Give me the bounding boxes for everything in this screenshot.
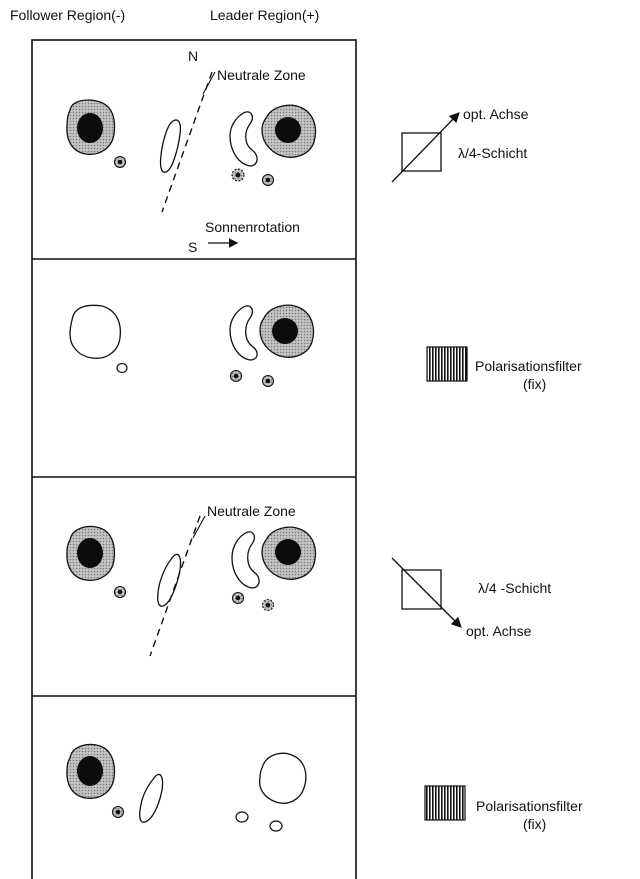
small-plage [269, 820, 283, 832]
small-spot [261, 598, 275, 612]
follower-sunspot [66, 525, 116, 581]
optic-axis-arrow [391, 112, 460, 183]
leader-sunspot [261, 104, 317, 158]
plage-leader [229, 305, 258, 361]
filter-label-fix: (fix) [523, 816, 546, 832]
north-label: N [188, 48, 198, 64]
follower-sunspot [66, 743, 116, 799]
filter-label: Polarisationsfilter [476, 798, 583, 814]
leader-region-label: Leader Region(+) [210, 7, 319, 23]
plage-leader [229, 111, 258, 167]
polarisation-filter-2: Polarisationsfilter (fix) [424, 785, 583, 832]
neutral-zone-label: Neutrale Zone [217, 67, 306, 83]
neutral-zone-leader [202, 71, 216, 95]
small-plage [235, 811, 249, 823]
filter-label: Polarisationsfilter [475, 358, 582, 374]
small-spot [111, 805, 125, 819]
plage-leader [231, 531, 260, 589]
neutral-zone-line [149, 515, 201, 657]
plage-follower [157, 553, 182, 607]
neutral-zone-leader [192, 515, 206, 539]
waveplate-1: opt. Achse λ/4-Schicht [391, 106, 529, 183]
optic-axis-label: opt. Achse [466, 623, 532, 639]
plage-follower [159, 119, 182, 173]
small-spot [231, 168, 245, 182]
waveplate-label: λ/4-Schicht [458, 145, 527, 161]
plage-follower [139, 773, 164, 823]
small-spot [113, 585, 127, 599]
optic-axis-arrow [391, 557, 462, 628]
small-spot [261, 173, 275, 187]
waveplate-2: λ/4 -Schicht opt. Achse [391, 557, 551, 639]
leader-sunspot [261, 526, 317, 580]
waveplate-label: λ/4 -Schicht [478, 580, 551, 596]
waveplate-square [401, 569, 442, 610]
panels-frame [31, 39, 357, 879]
panel-4 [66, 743, 307, 832]
small-spot [113, 155, 127, 169]
optic-axis-label: opt. Achse [463, 106, 529, 122]
leader-sunspot [259, 304, 315, 358]
panel-1: N Neutrale Zone Sonnenrotation S [66, 48, 317, 255]
south-label: S [188, 239, 197, 255]
panel-3: Neutrale Zone [66, 503, 317, 657]
follower-region-label: Follower Region(-) [10, 7, 125, 23]
rotation-label: Sonnenrotation [205, 219, 300, 235]
neutral-zone-line [161, 71, 213, 213]
waveplate-square [401, 132, 442, 172]
follower-sunspot [66, 99, 116, 155]
polarisation-filter-1: Polarisationsfilter (fix) [426, 346, 582, 392]
filter-swatch [424, 785, 466, 821]
neutral-zone-label: Neutrale Zone [207, 503, 296, 519]
leader-plage-outline [258, 752, 307, 804]
small-spot [231, 591, 245, 605]
small-plage [116, 362, 128, 374]
small-spot [229, 369, 243, 383]
filter-swatch [426, 346, 468, 382]
follower-plage-outline [69, 304, 122, 359]
panel-2 [69, 304, 315, 388]
filter-label-fix: (fix) [523, 376, 546, 392]
small-spot [261, 374, 275, 388]
